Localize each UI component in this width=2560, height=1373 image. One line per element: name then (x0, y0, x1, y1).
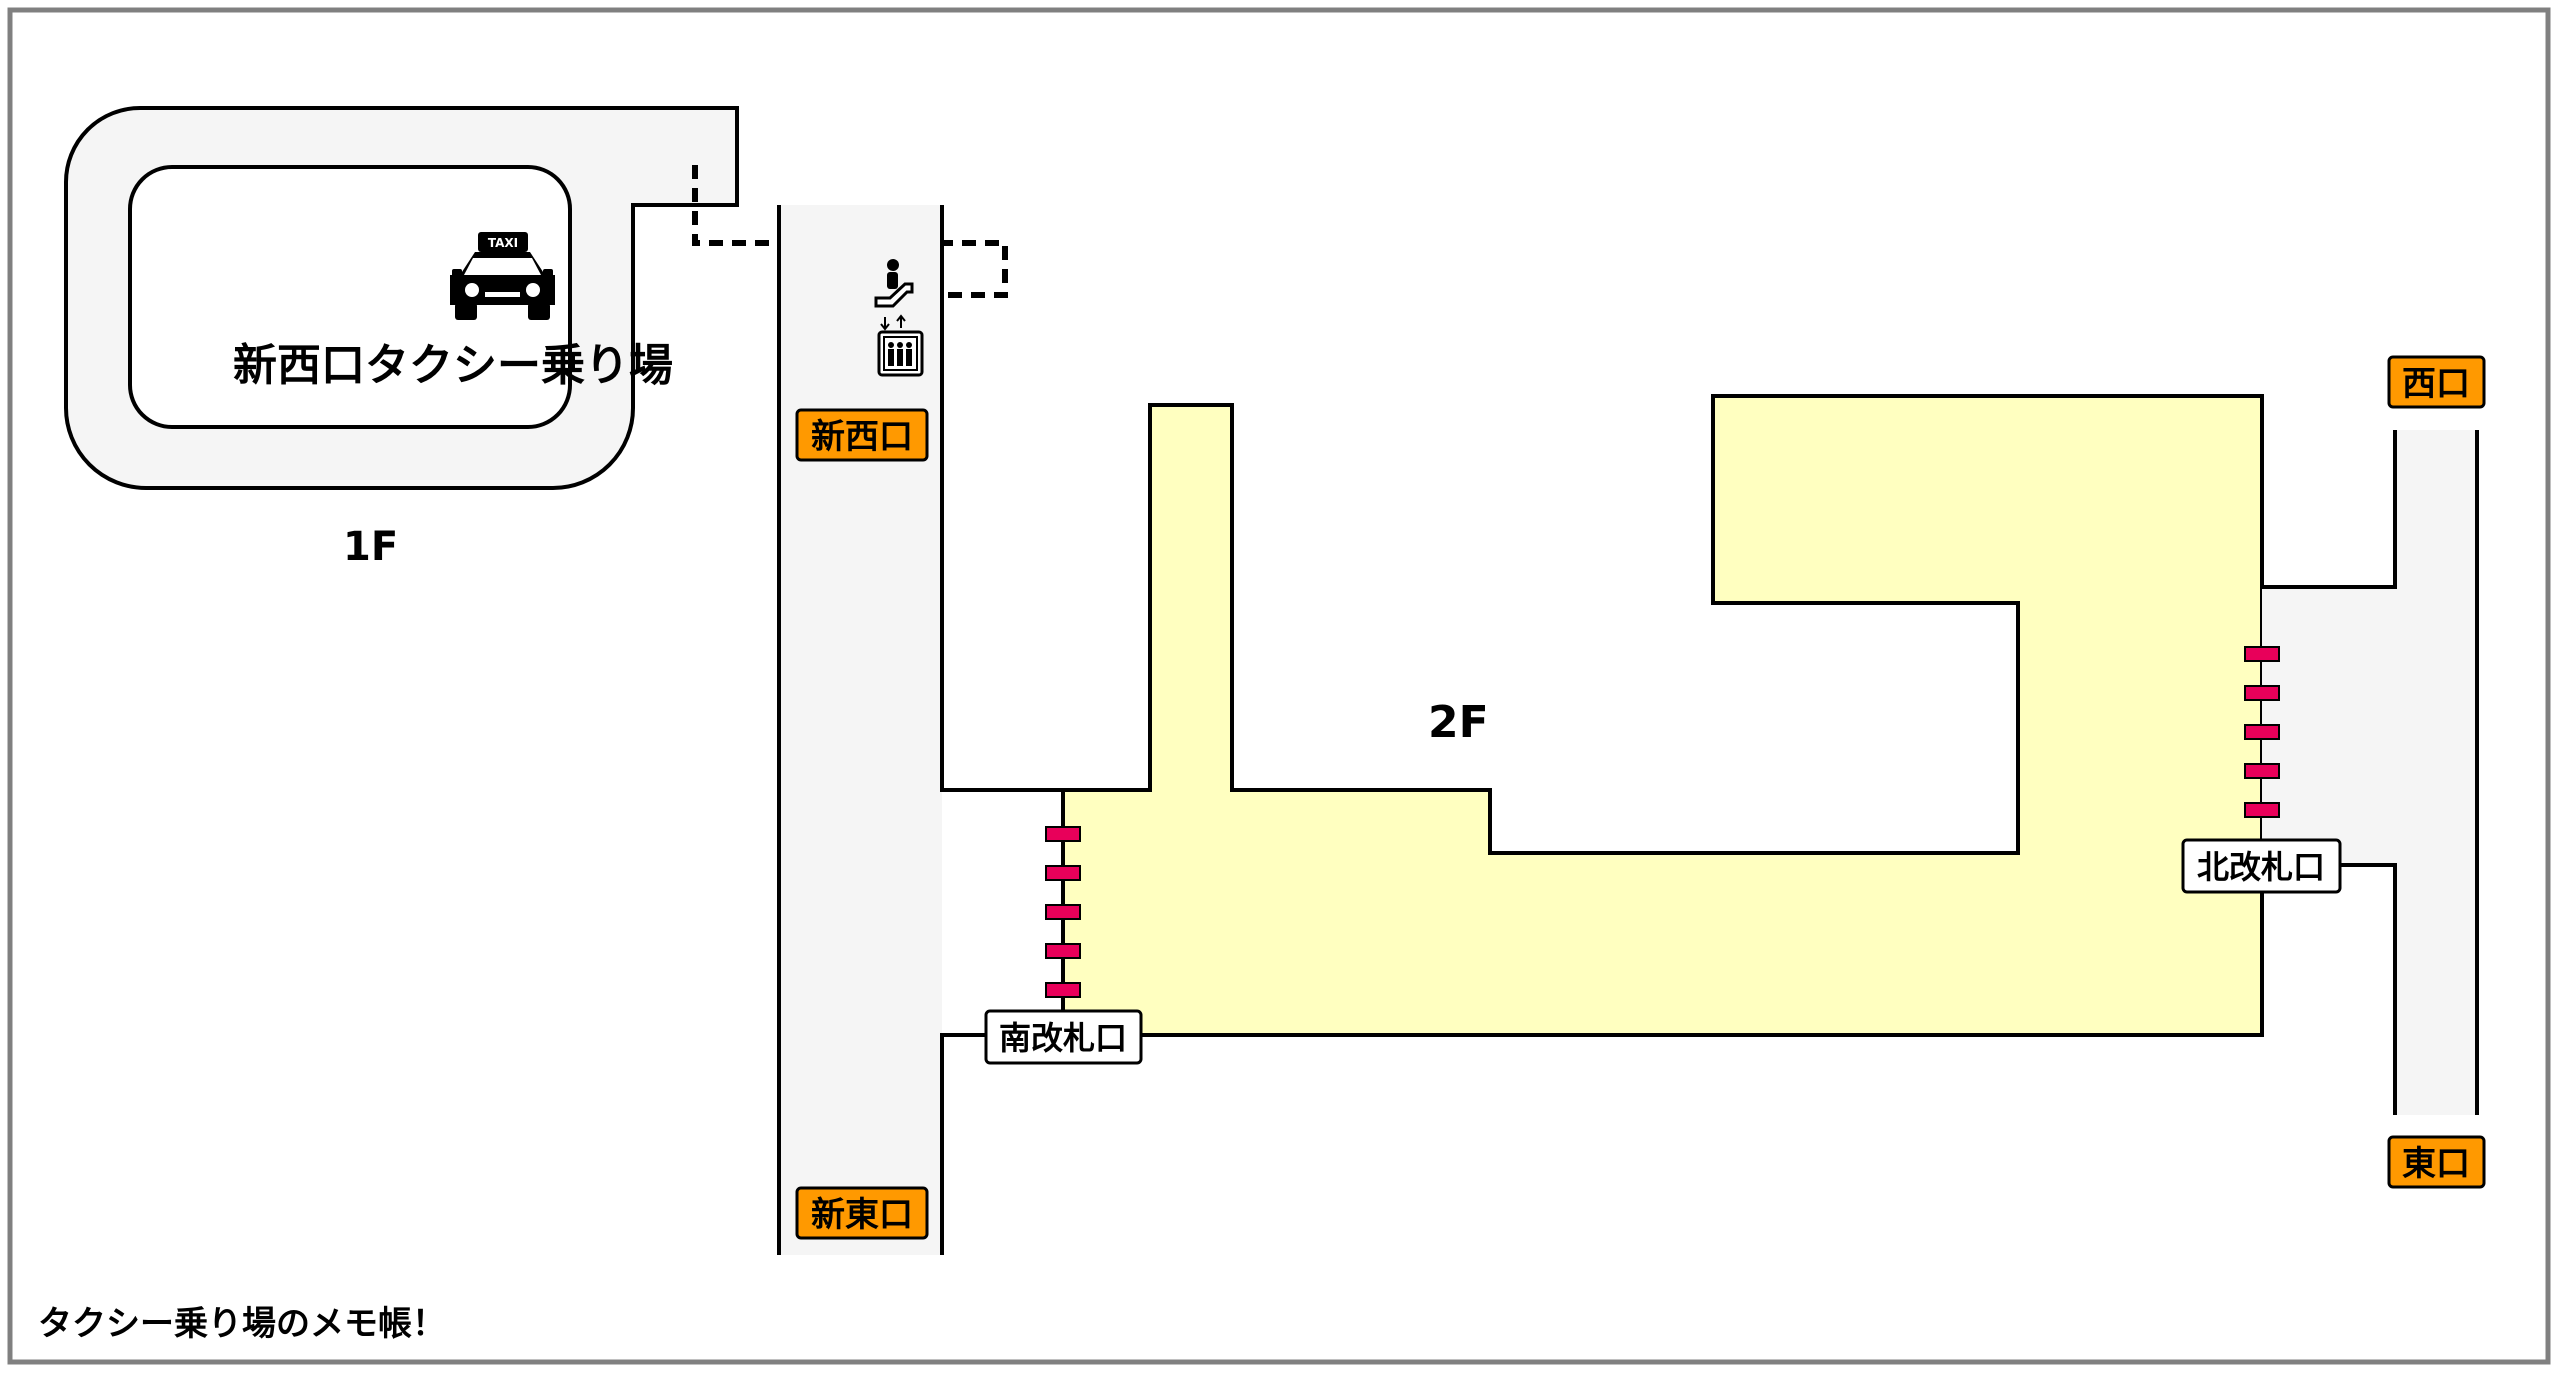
north-gate-4 (2244, 763, 2280, 779)
exit-label-east: 東口 (2387, 1135, 2486, 1189)
north-gate-5 (2244, 802, 2280, 818)
south-gate-3 (1045, 904, 1081, 920)
gate-label-south-text: 南改札口 (999, 1019, 1127, 1057)
elevator-icon (877, 330, 924, 377)
north-gate-3 (2244, 724, 2280, 740)
ticket-gate-icon (1045, 826, 1081, 998)
west-corridor-right-wall-lower (940, 1033, 985, 1255)
gate-label-north: 北改札口 (2181, 838, 2342, 894)
taxi-stand-title: 新西口タクシー乗り場 (233, 340, 673, 391)
taxi-loop-island (128, 165, 572, 429)
gate-label-north-text: 北改札口 (2197, 848, 2325, 886)
west-corridor (779, 205, 942, 1255)
east-corridor-left-wall-upper (2262, 430, 2397, 589)
exit-label-west-text: 西口 (2402, 364, 2470, 404)
south-gate-2 (1045, 865, 1081, 881)
walking-route-dashed (692, 165, 1008, 298)
floor-label-1f: 1F (343, 524, 398, 570)
exit-label-new-west-text: 新西口 (811, 417, 913, 457)
west-corridor-right-wall-upper (940, 205, 1063, 792)
taxi-icon: TAXI (450, 232, 555, 320)
svg-text:TAXI: TAXI (488, 236, 518, 250)
footer-caption: タクシー乗り場のメモ帳！ (38, 1304, 446, 1344)
east-corridor (2262, 430, 2477, 1115)
floor-label-2f: 2F (1428, 697, 1489, 748)
escalator-icon (874, 259, 914, 331)
north-gate-2 (2244, 685, 2280, 701)
exit-label-new-east-text: 新東口 (811, 1195, 913, 1235)
ticket-gate-icon (2244, 646, 2280, 818)
exit-label-east-text: 東口 (2402, 1144, 2470, 1184)
north-gate-1 (2244, 646, 2280, 662)
south-gate-4 (1045, 943, 1081, 959)
south-gate-1 (1045, 826, 1081, 842)
south-gate-5 (1045, 982, 1081, 998)
exit-label-new-west: 新西口 (795, 408, 929, 462)
exit-label-west: 西口 (2387, 355, 2486, 409)
exit-label-new-east: 新東口 (795, 1186, 929, 1240)
gate-label-south: 南改札口 (984, 1009, 1143, 1065)
